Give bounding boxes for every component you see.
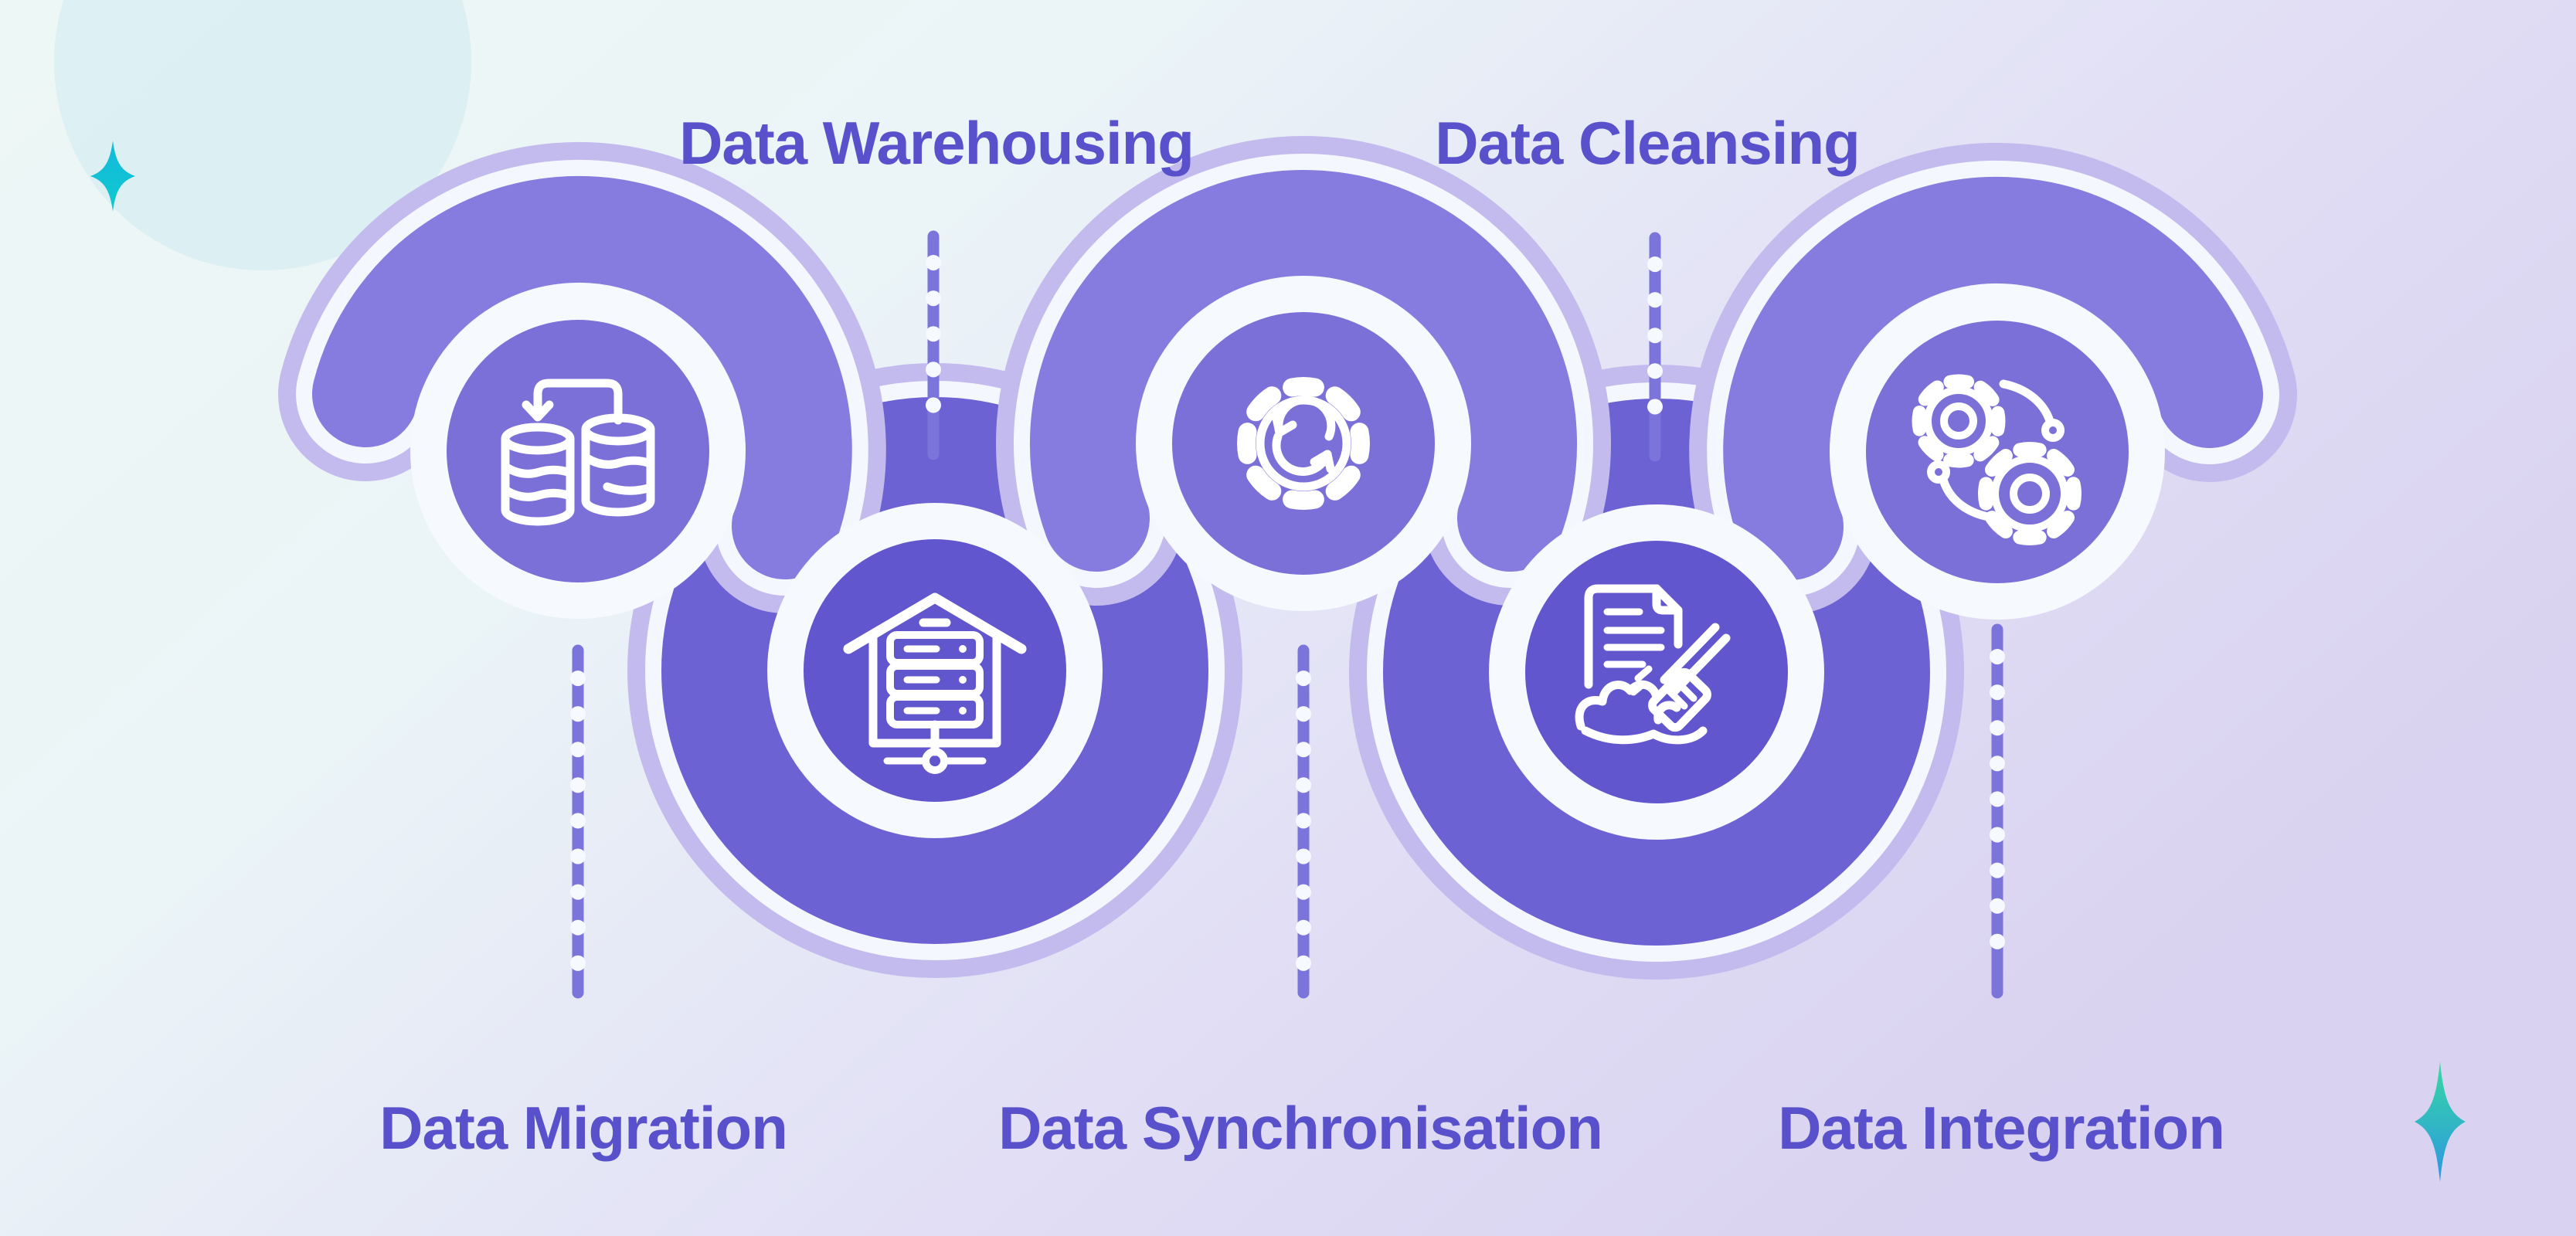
node-cleansing (1489, 504, 1824, 840)
document-cleaning-icon (1575, 584, 1731, 745)
database-migration-icon (501, 379, 655, 526)
connector-stems (570, 230, 2005, 999)
node-circle (447, 320, 709, 582)
step-labels: Data Migration Data Warehousing Data Syn… (379, 109, 2225, 1162)
integration-gears-icon (1912, 374, 2082, 545)
node-circle (1525, 541, 1788, 803)
node-integration (1830, 284, 2165, 620)
crest-arc-synchronisation (996, 136, 1611, 606)
crest-arc-migration (278, 141, 886, 613)
label-data-migration: Data Migration (379, 1094, 787, 1162)
label-data-synchronisation: Data Synchronisation (998, 1094, 1602, 1162)
node-circle (804, 539, 1066, 802)
crest-arc-integration (1689, 142, 2297, 614)
node-migration (410, 284, 746, 619)
label-data-warehousing: Data Warehousing (679, 109, 1194, 177)
warehouse-server-icon (843, 593, 1027, 774)
label-data-integration: Data Integration (1778, 1094, 2224, 1162)
node-circle (1866, 321, 2129, 583)
node-synchronisation (1136, 276, 1471, 611)
node-warehousing (767, 503, 1103, 838)
sync-gear-icon (1237, 377, 1370, 510)
sparkle-icon (90, 141, 135, 212)
pale-circle-decoration (54, 0, 471, 270)
label-data-cleansing: Data Cleansing (1435, 109, 1859, 177)
node-circle (1172, 312, 1435, 575)
sparkle-icon (2415, 1061, 2466, 1182)
serpentine-ribbon (278, 136, 2297, 980)
